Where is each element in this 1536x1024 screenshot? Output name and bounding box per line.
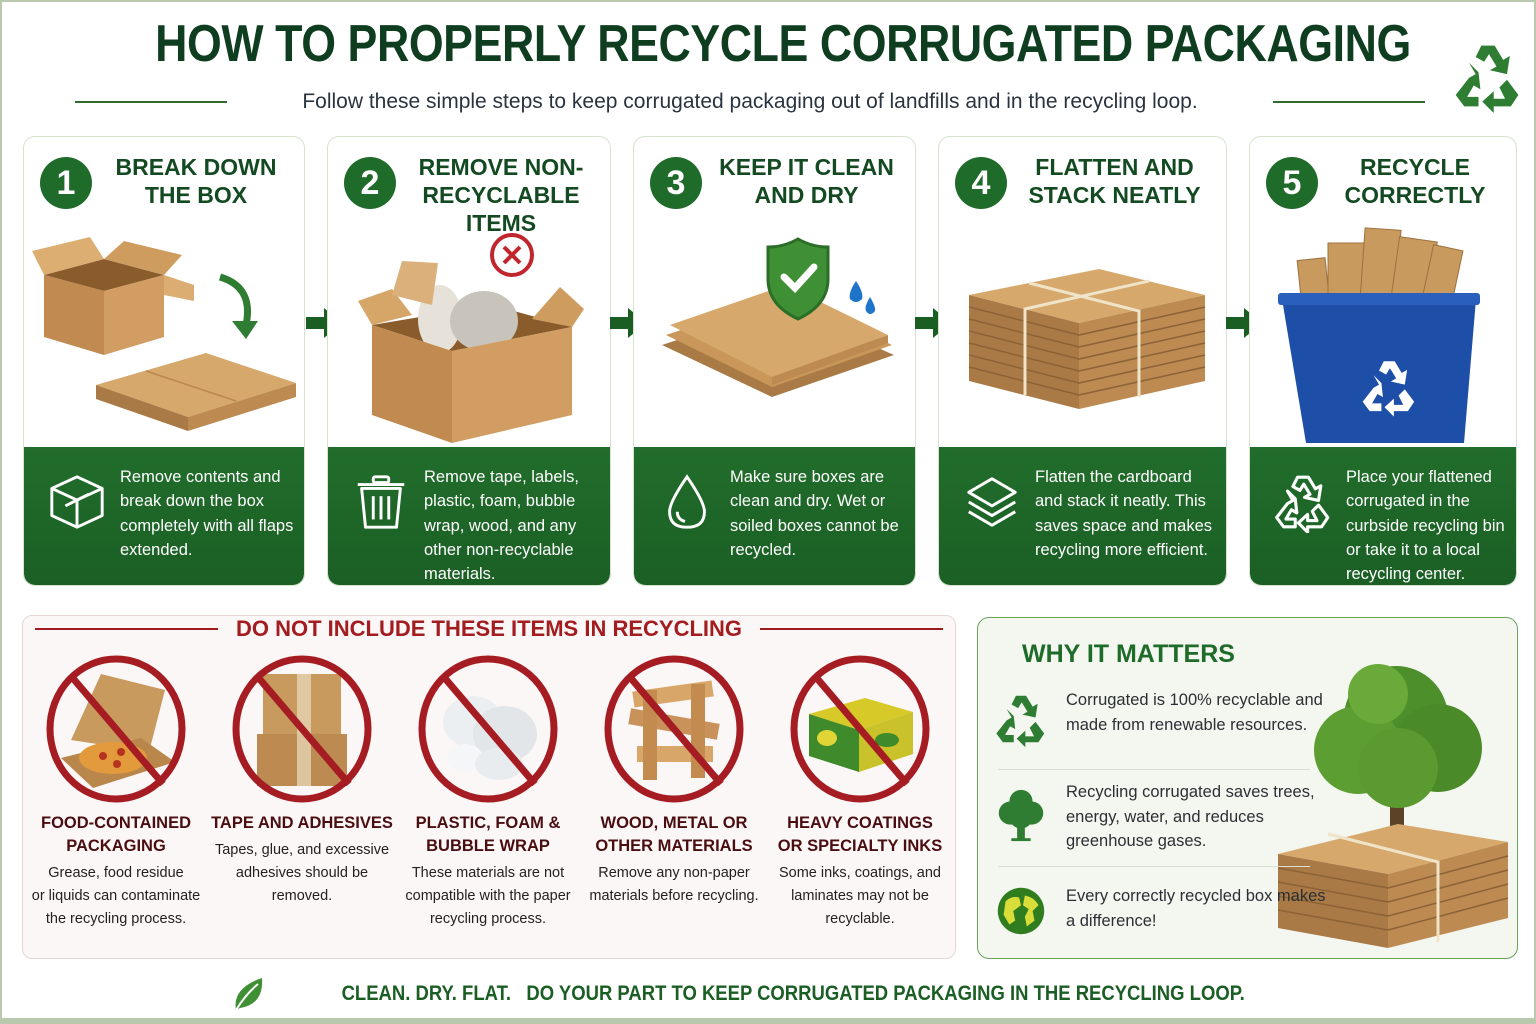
tied-stack-illustration [968,269,1206,409]
recycle-icon [996,695,1045,748]
step-card-2: 2 REMOVE NON- RECYCLABLE ITEMS Remove ta… [327,136,611,586]
step-description-panel: Flatten the cardboard and stack it neatl… [939,447,1226,585]
why-item-text: Corrugated is 100% recyclable and made f… [1066,691,1323,734]
box-icon [50,475,104,529]
item-text: Some inks, coatings, and laminates may n… [778,865,941,927]
step-header: 2 REMOVE NON- RECYCLABLE ITEMS [328,137,610,236]
item-title: TAPE AND ADHESIVES [211,814,393,832]
subtitle-rule-right [1272,101,1425,103]
subtitle-row: Follow these simple steps to keep corrug… [75,88,1425,116]
divider [998,769,1310,770]
do-not-include-title: DO NOT INCLUDE THESE ITEMS IN RECYCLING [235,616,743,641]
step-header: 4 FLATTEN AND STACK NEATLY [939,137,1226,227]
step-description: Make sure boxes are clean and dry. Wet o… [730,468,899,559]
why-it-matters-panel: WHY IT MATTERS C [977,617,1518,959]
step-header: 3 KEEP IT CLEAN AND DRY [634,137,915,227]
step-number-badge: 3 [650,157,702,209]
step-header: 5 RECYCLE CORRECTLY [1250,137,1516,227]
step-description-panel: Make sure boxes are clean and dry. Wet o… [634,447,915,585]
leaf-icon [234,978,262,1011]
why-item-text: Every correctly recycled box makes a dif… [1066,887,1326,930]
header-rule-right [760,628,943,630]
item-title: HEAVY COATINGS OR SPECIALTY INKS [777,814,943,855]
step-description: Place your flattened corrugated in the c… [1346,468,1505,584]
step-card-4: 4 FLATTEN AND STACK NEATLY [938,136,1227,586]
do-not-include-item: FOOD-CONTAINED PACKAGING Grease, food re… [23,654,209,931]
footer-message: CLEAN. DRY. FLAT. DO YOUR PART TO KEEP C… [341,982,1245,1005]
open-box-illustration [32,237,296,431]
step-title: FLATTEN AND STACK NEATLY [1028,154,1201,208]
item-title: PLASTIC, FOAM & BUBBLE WRAP [415,814,561,855]
step-description: Flatten the cardboard and stack it neatl… [1035,468,1213,559]
header-rule-left [35,628,218,630]
why-item-text: Recycling corrugated saves trees, energy… [1066,783,1315,850]
step-card-5: 5 RECYCLE CORRECTLY Place your flattened… [1249,136,1517,586]
step-header: 1 BREAK DOWN THE BOX [24,137,304,227]
step-number-badge: 4 [955,157,1007,209]
page-subtitle: Follow these simple steps to keep corrug… [302,90,1198,113]
step-title: REMOVE NON- RECYCLABLE ITEMS [418,154,584,236]
footer-rule [0,1018,1536,1022]
do-not-include-item: WOOD, METAL OR OTHER MATERIALS Remove an… [581,654,767,931]
water-drop-icon [668,474,706,529]
do-not-include-list: FOOD-CONTAINED PACKAGING Grease, food re… [23,654,955,931]
do-not-include-item: HEAVY COATINGS OR SPECIALTY INKS Some in… [767,654,953,931]
step-number-badge: 1 [40,157,92,209]
step-title: RECYCLE CORRECTLY [1344,154,1486,208]
do-not-include-header: DO NOT INCLUDE THESE ITEMS IN RECYCLING [35,616,943,642]
step-title: BREAK DOWN THE BOX [115,154,277,208]
item-text: Grease, food residue or liquids can cont… [31,865,201,927]
footer: CLEAN. DRY. FLAT. DO YOUR PART TO KEEP C… [0,972,1536,1016]
no-pizza-box-icon [46,655,186,803]
step-title: KEEP IT CLEAN AND DRY [719,154,894,208]
subtitle-rule-left [75,101,227,103]
do-not-include-panel: DO NOT INCLUDE THESE ITEMS IN RECYCLING … [22,615,956,959]
step-description-panel: Place your flattened corrugated in the c… [1250,447,1516,585]
trash-icon [357,475,405,529]
item-text: Remove any non-paper materials before re… [589,865,759,904]
recycle-icon [1455,45,1519,114]
no-coated-box-icon [790,655,930,803]
step-card-1: 1 BREAK DOWN THE BOX [23,136,305,586]
step-number-badge: 2 [344,157,396,209]
tree-and-cardboard-illustration [1278,664,1509,948]
step-description-panel: Remove contents and break down the box c… [24,447,304,585]
no-wood-icon [604,655,744,803]
no-foam-icon [418,655,558,803]
box-with-foam-illustration [358,233,584,443]
why-it-matters-title: WHY IT MATTERS [1022,640,1235,668]
item-text: Tapes, glue, and excessive adhesives sho… [214,842,390,904]
no-tape-icon [232,655,372,803]
clean-dry-boxes-illustration [662,237,894,397]
do-not-include-item: TAPE AND ADHESIVES Tapes, glue, and exce… [209,654,395,931]
globe-icon [997,887,1045,935]
layers-icon [967,477,1017,527]
item-title: FOOD-CONTAINED PACKAGING [40,814,191,855]
do-not-include-item: PLASTIC, FOAM & BUBBLE WRAP These materi… [395,654,581,931]
step-description: Remove contents and break down the box c… [120,468,294,559]
tree-icon [998,789,1044,842]
step-description-panel: Remove tape, labels, plastic, foam, bubb… [328,447,610,585]
step-card-3: 3 KEEP IT CLEAN AND DRY Make sure boxes … [633,136,916,586]
item-title: WOOD, METAL OR OTHER MATERIALS [595,814,753,855]
recycling-bin-illustration [1278,227,1480,443]
step-description: Remove tape, labels, plastic, foam, bubb… [424,468,580,584]
recycle-icon [1275,475,1330,533]
divider [998,866,1310,867]
step-number-badge: 5 [1266,157,1318,209]
item-text: These materials are not compatible with … [405,865,571,927]
page-title: HOW TO PROPERLY RECYCLE CORRUGATED PACKA… [155,15,1411,73]
